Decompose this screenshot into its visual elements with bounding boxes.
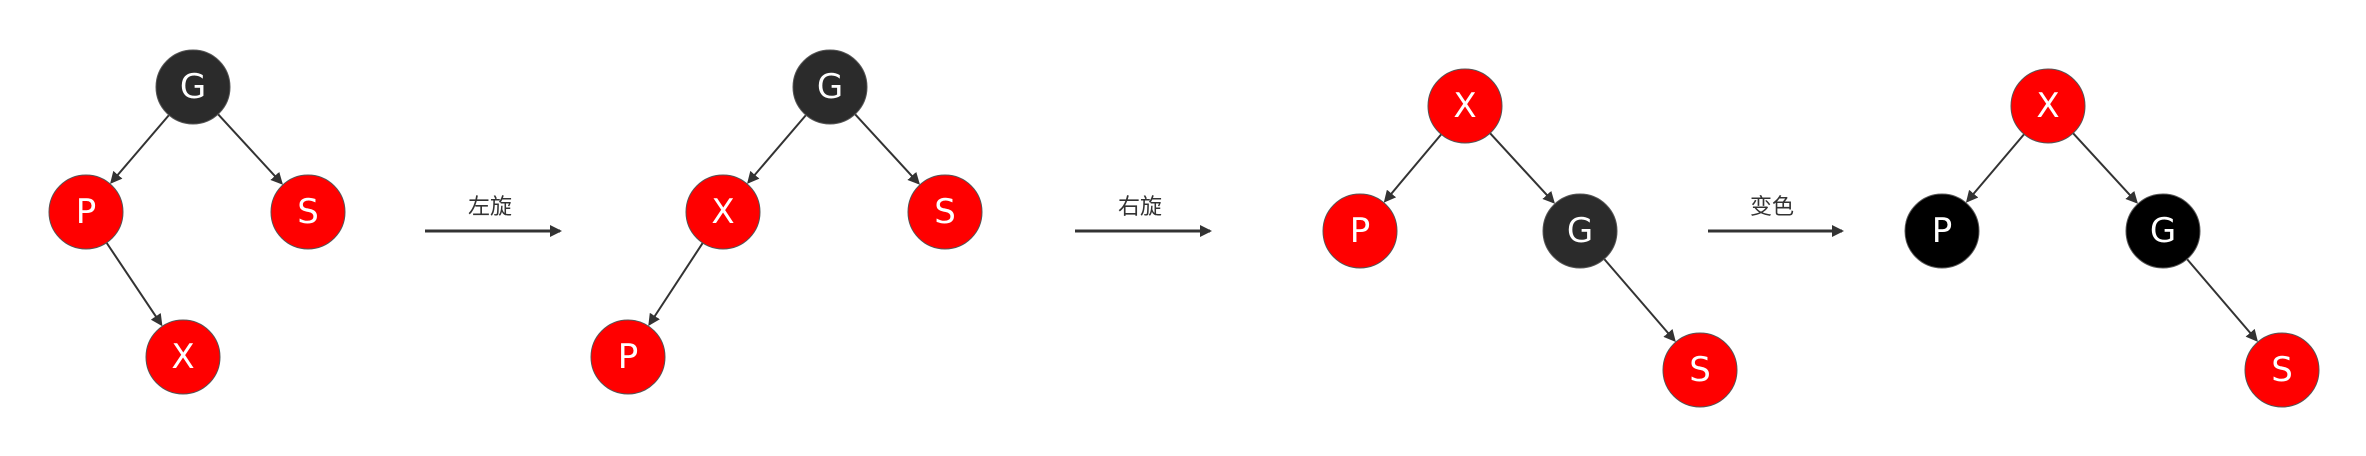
node-circle [48, 174, 124, 250]
tree-4-node-s: S [2244, 332, 2320, 408]
node-label: G [180, 67, 206, 107]
steps-layer: 左旋 右旋 变色 [425, 195, 1844, 237]
node-circle [792, 49, 868, 125]
node-label: G [1567, 211, 1593, 251]
step-label-rotate-left: 左旋 [468, 195, 512, 220]
node-circle [2010, 68, 2086, 144]
tree-4-edge-x-g [2072, 132, 2138, 204]
node-label: P [1350, 211, 1371, 251]
nodes-layer: G P S X G X S P X P G S X P G S [48, 49, 2320, 408]
step-label-rotate-right: 右旋 [1118, 195, 1162, 220]
tree-1-node-p: P [48, 174, 124, 250]
tree-2-edge-g-s [854, 113, 920, 185]
tree-3-node-g: G [1542, 193, 1618, 269]
node-circle [1542, 193, 1618, 269]
tree-4: X P G S [1904, 68, 2320, 408]
node-label: P [1932, 211, 1953, 251]
node-circle [1322, 193, 1398, 269]
node-circle [145, 319, 221, 395]
tree-1-edge-g-s [217, 113, 283, 185]
tree-2-node-x: X [685, 174, 761, 250]
node-label: S [2271, 350, 2293, 390]
edges-layer [105, 113, 2258, 342]
tree-2-node-s: S [907, 174, 983, 250]
node-circle [155, 49, 231, 125]
tree-3-node-p: P [1322, 193, 1398, 269]
tree-4-node-p: P [1904, 193, 1980, 269]
tree-2-edge-x-p [648, 242, 704, 327]
step-rotate-right: 右旋 [1075, 195, 1212, 237]
node-circle [270, 174, 346, 250]
tree-1-edge-g-p [110, 114, 170, 184]
node-label: X [1453, 86, 1476, 126]
node-label: S [297, 192, 319, 232]
tree-2-node-g: G [792, 49, 868, 125]
step-recolor: 变色 [1708, 195, 1844, 237]
tree-3: X P G S [1322, 68, 1738, 408]
node-circle [1662, 332, 1738, 408]
node-circle [2244, 332, 2320, 408]
tree-3-node-s: S [1662, 332, 1738, 408]
tree-1-node-s: S [270, 174, 346, 250]
tree-2-node-p: P [590, 319, 666, 395]
node-label: S [934, 192, 956, 232]
node-circle [685, 174, 761, 250]
node-label: S [1689, 350, 1711, 390]
node-label: G [817, 67, 843, 107]
node-label: X [711, 192, 734, 232]
step-label-recolor: 变色 [1750, 195, 1794, 220]
node-label: X [171, 337, 194, 377]
tree-3-edge-x-p [1383, 133, 1442, 203]
tree-2: G X S P [590, 49, 983, 395]
node-circle [1427, 68, 1503, 144]
tree-1-node-g: G [155, 49, 231, 125]
tree-3-edge-x-g [1489, 132, 1555, 204]
tree-3-edge-g-s [1603, 258, 1676, 342]
tree-3-node-x: X [1427, 68, 1503, 144]
tree-4-edge-g-s [2186, 258, 2258, 342]
node-circle [2125, 193, 2201, 269]
node-label: P [618, 337, 639, 377]
tree-4-node-x: X [2010, 68, 2086, 144]
node-label: G [2150, 211, 2176, 251]
node-circle [1904, 193, 1980, 269]
node-label: X [2036, 86, 2059, 126]
node-circle [590, 319, 666, 395]
tree-2-edge-g-x [747, 114, 807, 184]
tree-1: G P S X [48, 49, 346, 395]
tree-4-edge-x-p [1965, 133, 2025, 203]
tree-4-node-g: G [2125, 193, 2201, 269]
step-rotate-left: 左旋 [425, 195, 562, 237]
node-circle [907, 174, 983, 250]
node-label: P [76, 192, 97, 232]
tree-1-node-x: X [145, 319, 221, 395]
tree-1-edge-p-x [105, 242, 163, 327]
